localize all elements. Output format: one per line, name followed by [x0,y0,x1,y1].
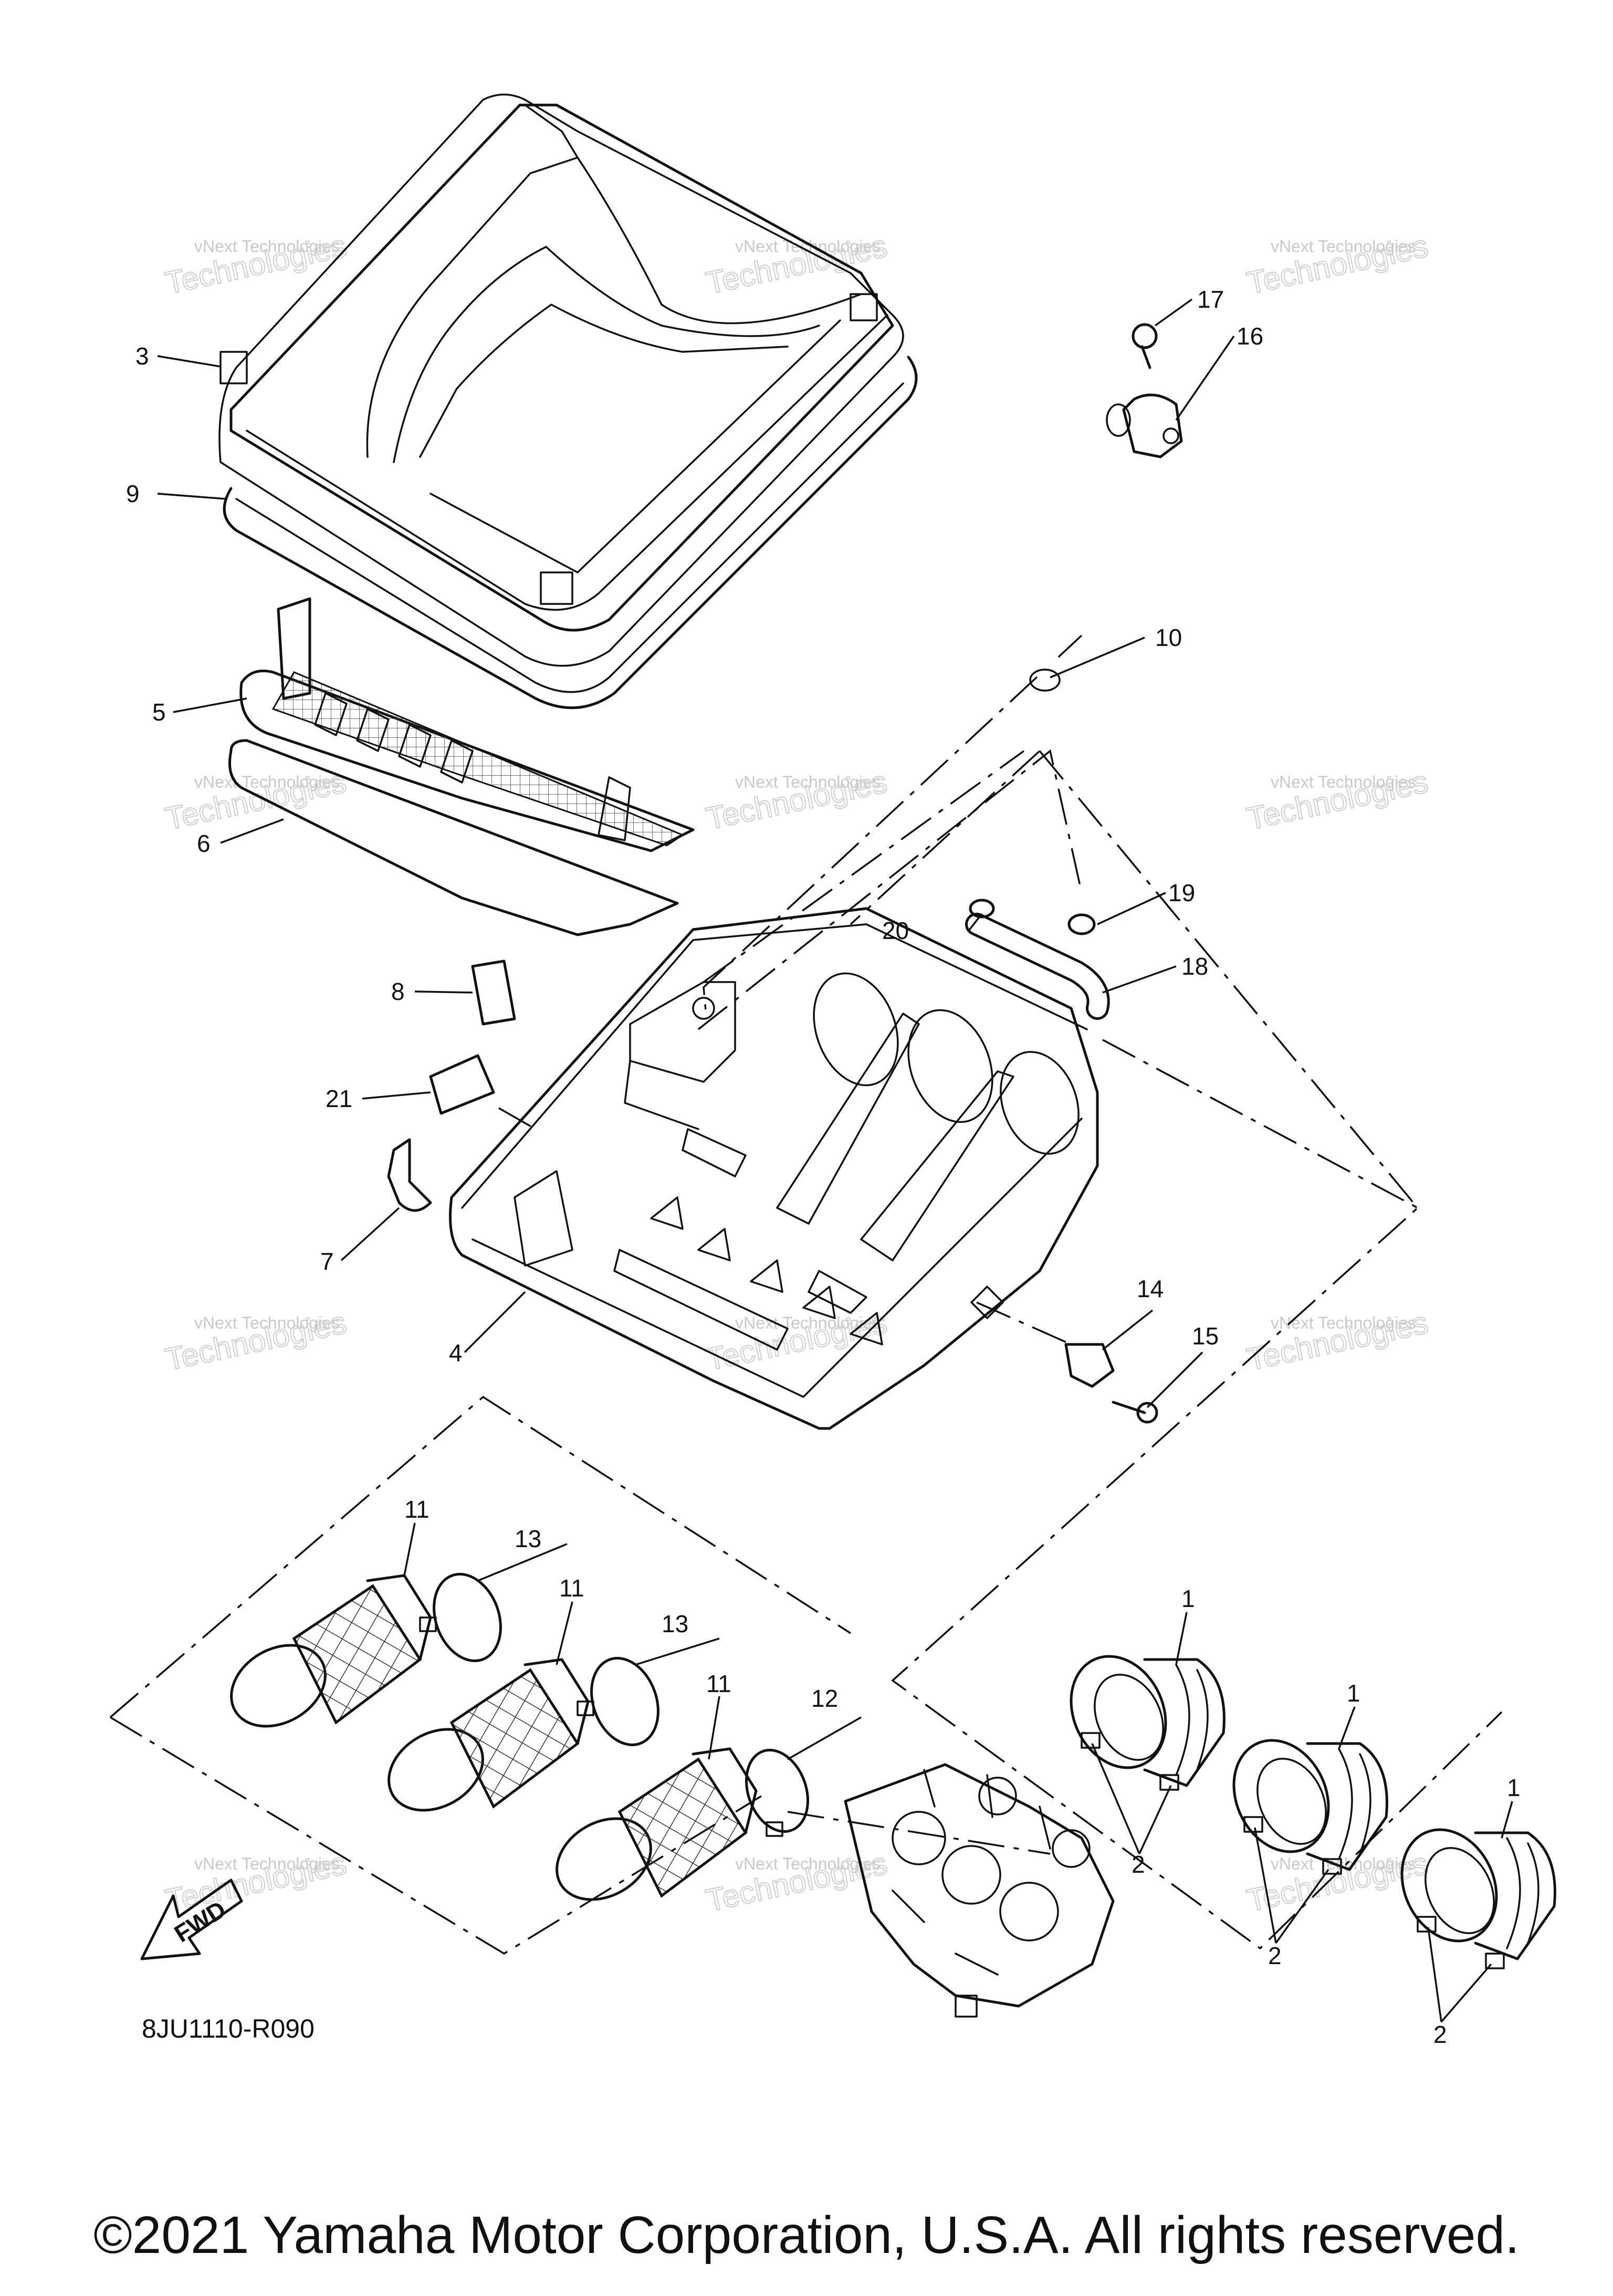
callout-20: 20 [882,917,909,944]
svg-text:vNext Technologies: vNext Technologies [1271,1313,1416,1332]
assembly-line [697,749,1083,1030]
case-fins [514,1170,883,1351]
elbow-joint [1106,393,1183,458]
band [419,1573,502,1662]
watermark: vNext Technologies Technologies [703,227,891,301]
assembly-line [109,1395,851,1718]
callout-12: 12 [811,1685,838,1712]
assembly-line [1102,1039,1418,1209]
callout-2: 2 [1132,1851,1145,1878]
watermark: vNext Technologies Technologies [703,1304,891,1377]
air-box-cover [218,93,904,667]
svg-text:vNext Technologies: vNext Technologies [194,1854,340,1873]
intake-funnel [230,1574,432,1728]
callout-1: 1 [1181,1585,1195,1612]
callout-16: 16 [1237,322,1263,350]
air-box-case [449,907,1099,1430]
callout-19: 19 [1168,879,1195,906]
svg-text:vNext Technologies: vNext Technologies [735,1854,881,1873]
grommet [1064,1343,1115,1388]
assembly-line [703,750,1025,983]
air-filter-element [239,597,695,852]
svg-text:vNext Technologies: vNext Technologies [735,773,881,791]
assembly-line [976,1301,1072,1345]
watermark: vNext Technologies Technologies [703,1845,891,1918]
band [745,1749,809,1837]
leader-lines [157,298,1513,2023]
watermark: vNext Technologies Technologies [1243,763,1432,837]
callout-3: 3 [135,342,149,370]
throttle-body [844,1763,1115,2018]
callout-7: 7 [320,1248,334,1275]
callout-13: 13 [515,1525,541,1552]
intake-funnel [556,1747,758,1901]
screw [1132,323,1158,369]
watermark: vNext Technologies Technologies [1243,1304,1432,1377]
bolt [1112,1401,1158,1424]
callout-17: 17 [1197,286,1224,313]
assembly-lines [109,634,1503,1955]
assembly-line [850,750,1041,925]
breather-hose [946,432,1091,697]
callout-21: 21 [326,1085,352,1112]
assembly-line [891,750,1503,1950]
svg-text:vNext Technologies: vNext Technologies [194,237,340,256]
callout-6: 6 [197,830,211,857]
svg-text:vNext Technologies: vNext Technologies [194,1313,340,1332]
intake-joint [1070,1655,1226,1787]
air-box-seal [223,356,918,709]
watermark: vNext Technologies Technologies [162,763,350,837]
callout-11: 11 [706,1670,731,1697]
sponge-block [471,959,516,1026]
callout-5: 5 [152,698,166,726]
callout-2: 2 [1268,1942,1282,1969]
assembly-line [787,1811,1051,1855]
callout-labels: 3 9 5 6 8 21 7 4 17 16 10 19 20 18 14 15… [126,286,1521,2048]
callout-15: 15 [1192,1322,1219,1350]
callout-8: 8 [391,978,405,1005]
svg-text:vNext Technologies: vNext Technologies [1271,237,1416,256]
watermark: vNext Technologies Technologies [1243,227,1432,301]
clip [387,1138,432,1212]
assembly-line [703,634,1083,1017]
svg-text:vNext Technologies: vNext Technologies [1271,773,1416,791]
drain-hose [965,913,1110,1020]
intake-joint [1232,1739,1388,1871]
hose-clamp [969,899,1096,935]
callout-1: 1 [1347,1679,1360,1707]
watermark: vNext Technologies Technologies [162,227,350,301]
callout-10: 10 [1155,624,1182,651]
watermark: vNext Technologies Technologies [162,1304,350,1377]
watermark: vNext Technologies Technologies [703,763,891,837]
callout-14: 14 [1137,1275,1164,1302]
intake-joint [1400,1828,1556,1960]
diagram-code: 8JU1110-R090 [142,2014,315,2043]
filter-ribs [314,692,631,841]
copyright-notice: ©2021 Yamaha Motor Corporation, U.S.A. A… [93,2206,1520,2264]
callout-11: 11 [559,1574,584,1602]
svg-text:vNext Technologies: vNext Technologies [735,237,881,256]
callout-11: 11 [404,1496,430,1523]
callout-1: 1 [1507,1774,1521,1801]
intake-funnel [387,1658,590,1812]
callout-2: 2 [1433,2021,1447,2048]
callout-9: 9 [126,480,140,507]
label-sticker [429,1054,495,1115]
band [577,1657,659,1746]
callout-13: 13 [662,1610,688,1637]
svg-text:vNext Technologies: vNext Technologies [1271,1854,1416,1873]
callout-18: 18 [1181,953,1208,980]
filter-gasket [228,739,679,936]
svg-text:vNext Technologies: vNext Technologies [194,773,340,791]
assembly-line [498,1107,536,1130]
callout-4: 4 [449,1339,463,1366]
